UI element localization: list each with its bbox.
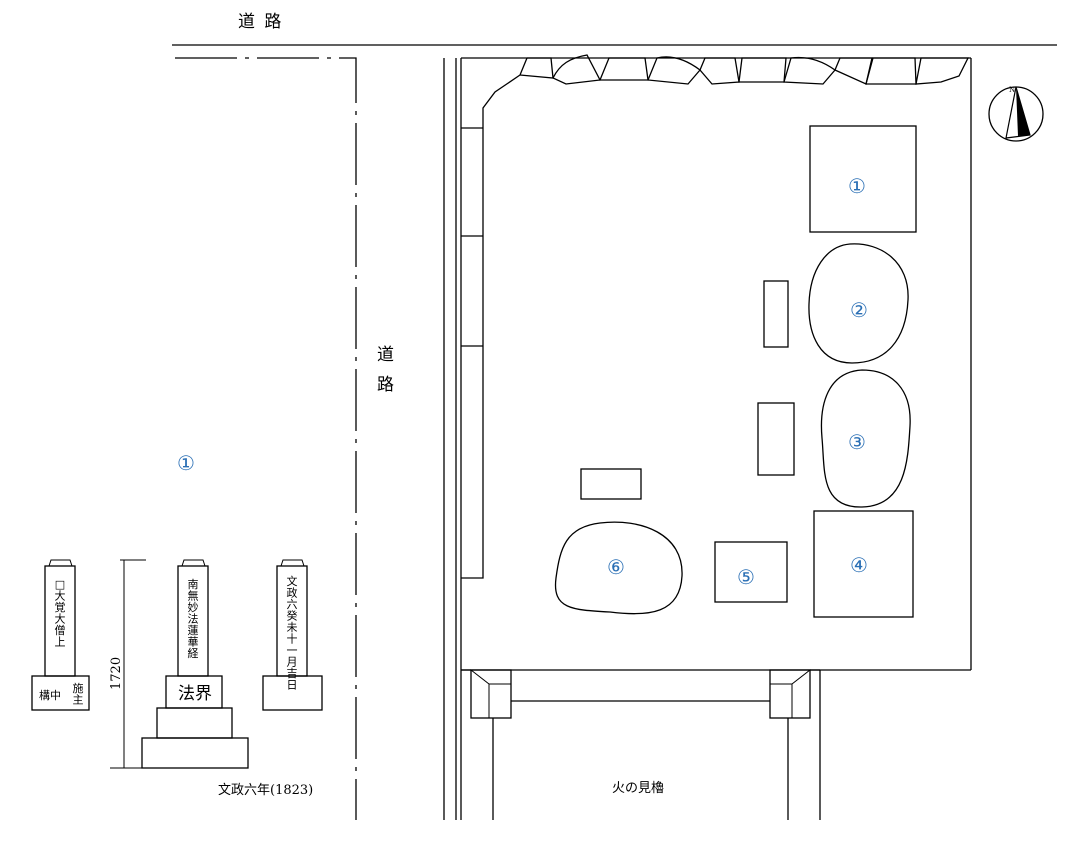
- compass-north-label: N: [1009, 86, 1015, 94]
- road-label-top: 道 路: [238, 12, 283, 32]
- stone-left-inscription: □大覚大僧上: [55, 578, 66, 649]
- property-boundary-line: [175, 57, 357, 820]
- north-arrow-icon: N: [988, 86, 1044, 142]
- marker-3: ③: [848, 430, 866, 454]
- marker-2: ②: [850, 298, 868, 322]
- date-caption: 文政六年(1823): [218, 783, 313, 798]
- fire-tower-label: 火の見櫓: [612, 781, 664, 796]
- stone-left-base-b: 施主: [73, 682, 84, 707]
- stone-elevation-center: 南無妙法蓮華経 法界: [141, 559, 249, 769]
- site-plan: [443, 54, 972, 820]
- stone-elevation-right: 文政六癸未十一月吉日: [262, 559, 323, 711]
- marker-1: ①: [848, 174, 866, 198]
- road-label-vertical-2: 路: [377, 375, 394, 395]
- marker-4: ④: [850, 553, 868, 577]
- marker-5: ⑤: [737, 565, 755, 589]
- stone-elevation-left: □大覚大僧上 構中 施主: [31, 559, 90, 711]
- height-dimension-label: 1720: [109, 657, 124, 690]
- road-label-vertical-1: 道: [377, 345, 394, 365]
- height-dimension: 1720: [109, 559, 146, 769]
- marker-6: ⑥: [607, 555, 625, 579]
- marker-left-1: ①: [177, 451, 195, 475]
- stone-right-inscription: 文政六癸未十一月吉日: [287, 574, 298, 692]
- stone-left-base-a: 構中: [39, 689, 61, 702]
- stone-center-base: 法界: [178, 684, 212, 704]
- stone-center-inscription: 南無妙法蓮華経: [188, 578, 199, 660]
